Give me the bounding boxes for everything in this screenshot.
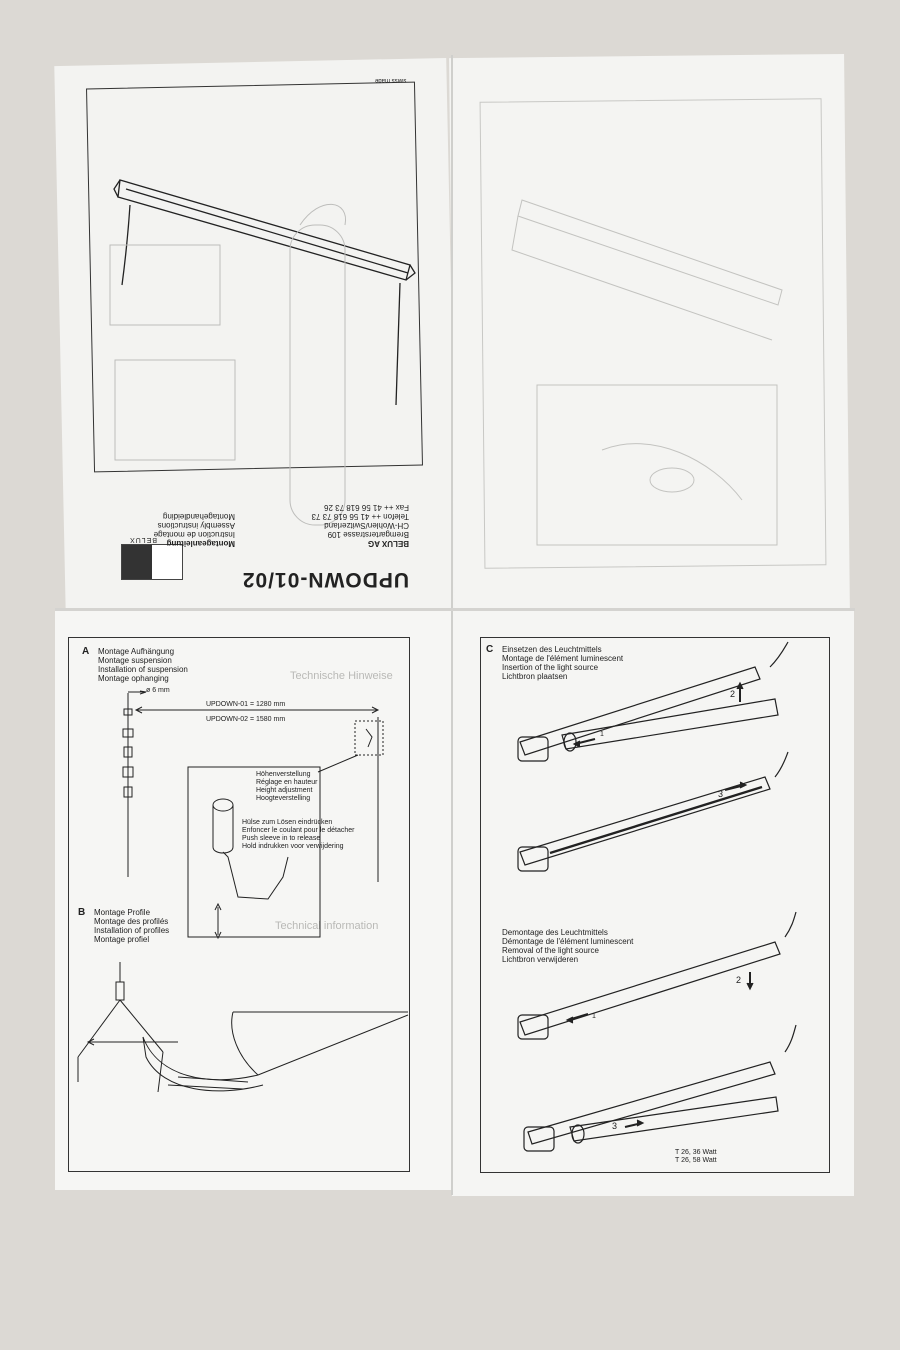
panel-b-letter: B xyxy=(78,907,86,918)
ghost-tech-heading-en: Technical information xyxy=(275,920,379,932)
lamp-spec-36w: T 26, 36 Watt xyxy=(675,1149,717,1156)
insert-heading-fr: Montage de l'élément luminescent xyxy=(502,654,624,663)
vertical-fold xyxy=(451,55,453,1195)
sleeve-fr: Enfoncer le coulant pour le détacher xyxy=(242,827,355,834)
step-label: 2 xyxy=(730,689,736,699)
horizontal-fold xyxy=(55,608,855,611)
instructions-fr: Instruction de montage xyxy=(153,530,235,539)
insert-heading-en: Insertion of the light source xyxy=(502,663,599,672)
step-label: 2 xyxy=(736,975,742,985)
step-label: 3 xyxy=(612,1121,618,1131)
panel-a-heading-de: Montage Aufhängung xyxy=(98,647,175,656)
instructions-de: Montageanleitung xyxy=(166,539,235,548)
remove-heading-de: Demontage des Leuchtmittels xyxy=(502,928,608,937)
product-title: UPDOWN-01/02 xyxy=(241,568,409,591)
remove-heading-en: Removal of the light source xyxy=(502,946,599,955)
remove-heading-fr: Démontage de l'élément luminescent xyxy=(502,937,634,946)
panel-c xyxy=(452,610,854,1196)
height-adj-de: Höhenverstellung xyxy=(256,771,311,778)
diameter-label: ø 6 mm xyxy=(146,687,170,694)
panel-c-frame xyxy=(480,637,830,1173)
panel-a-letter: A xyxy=(82,646,90,657)
panel-d-faint-illustration xyxy=(511,199,783,546)
company-name: BELUX AG xyxy=(367,539,409,548)
company-city: CH-Wohlen/Switzerland xyxy=(324,521,409,530)
height-adj-fr: Réglage en hauteur xyxy=(256,779,318,786)
panel-a-heading-nl: Montage ophanging xyxy=(98,674,169,683)
lamp-insertion-diagrams xyxy=(517,641,797,1152)
insert-heading-nl: Lichtbron plaatsen xyxy=(502,672,568,681)
ghost-tech-heading: Technische Hinweise xyxy=(290,670,393,682)
dimension-updown-02: UPDOWN-02 = 1580 mm xyxy=(206,716,286,723)
panel-b-heading-de: Montage Profile xyxy=(94,908,151,917)
sleeve-en: Push sleeve in to release xyxy=(242,835,321,842)
panel-c-letter: C xyxy=(486,644,494,655)
sleeve-nl: Hold indrukken voor verwijdering xyxy=(242,843,344,850)
insert-heading-de: Einsetzen des Leuchtmittels xyxy=(502,645,602,654)
panel-a-b xyxy=(55,610,453,1190)
dimension-updown-01: UPDOWN-01 = 1280 mm xyxy=(206,701,286,708)
panel-a-heading-fr: Montage suspension xyxy=(98,656,172,665)
panel-a-heading-en: Installation of suspension xyxy=(98,665,188,674)
belux-logo xyxy=(121,544,183,580)
print-mark: swiss made xyxy=(375,77,407,83)
panel-b-heading-nl: Montage profiel xyxy=(94,935,150,944)
cover-text-block: UPDOWN-01/02 BELUX BELUX AG Bremgarterst… xyxy=(115,478,415,591)
step-label: 1 xyxy=(592,1013,596,1020)
step-label: 3 xyxy=(718,789,724,799)
remove-heading-nl: Lichtbron verwijderen xyxy=(502,955,579,964)
panel-a-b-frame xyxy=(68,637,410,1172)
profile-diagram xyxy=(77,962,409,1093)
height-adj-nl: Hoogteverstelling xyxy=(256,795,311,802)
step-label: 1 xyxy=(600,731,604,738)
lamp-spec-58w: T 26, 58 Watt xyxy=(675,1157,717,1164)
instructions-nl: Montagehandleiding xyxy=(162,512,235,521)
panel-b-heading-fr: Montage des profilés xyxy=(94,917,169,926)
company-fax: Fax ++ 41 56 618 73 26 xyxy=(324,503,409,512)
instructions-en: Assembly instructions xyxy=(157,521,235,530)
suspension-diagram xyxy=(122,690,384,940)
height-adj-en: Height adjustment xyxy=(256,787,313,794)
panel-b-heading-en: Installation of profiles xyxy=(94,926,170,935)
sleeve-de: Hülse zum Lösen eindrücken xyxy=(242,819,333,826)
luminaire-illustration xyxy=(109,179,416,526)
company-address: Bremgarterstrasse 109 xyxy=(327,530,409,539)
company-phone: Telefon ++ 41 56 618 73 73 xyxy=(311,512,409,521)
